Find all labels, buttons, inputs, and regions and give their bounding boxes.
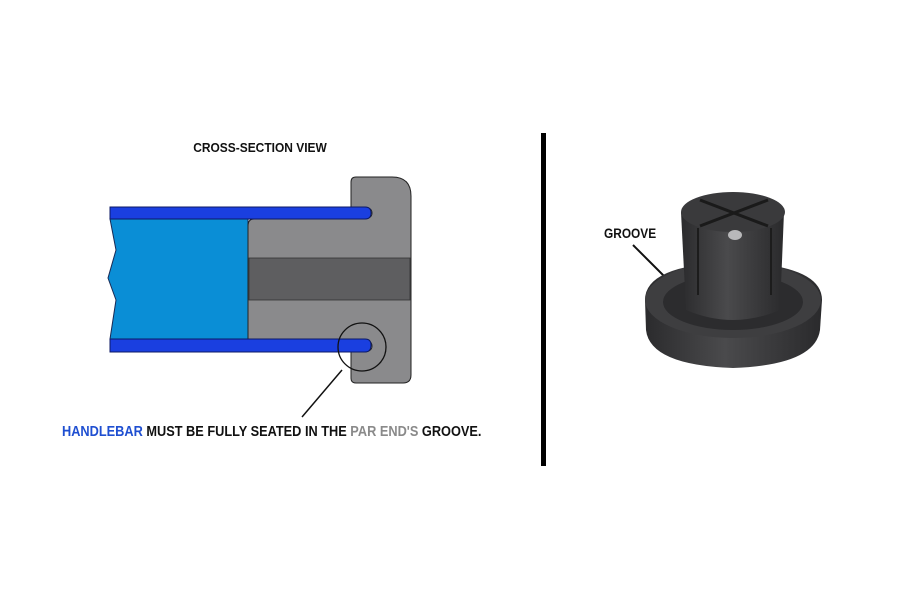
caption-groove: GROOVE. [418, 424, 482, 440]
groove-label: GROOVE [604, 226, 657, 241]
caption-handlebar: HANDLEBAR [62, 424, 143, 440]
vertical-divider [541, 133, 546, 466]
instruction-caption: HANDLEBAR MUST BE FULLY SEATED IN THE PA… [62, 424, 481, 440]
caption-par-end: PAR END'S [350, 424, 419, 440]
caption-text: MUST BE FULLY SEATED IN THE [142, 424, 351, 440]
bar-end-plug-illustration [645, 192, 822, 368]
leader-line [301, 369, 343, 418]
callout-circle [337, 322, 387, 372]
cross-section-title: CROSS-SECTION VIEW [193, 140, 327, 155]
